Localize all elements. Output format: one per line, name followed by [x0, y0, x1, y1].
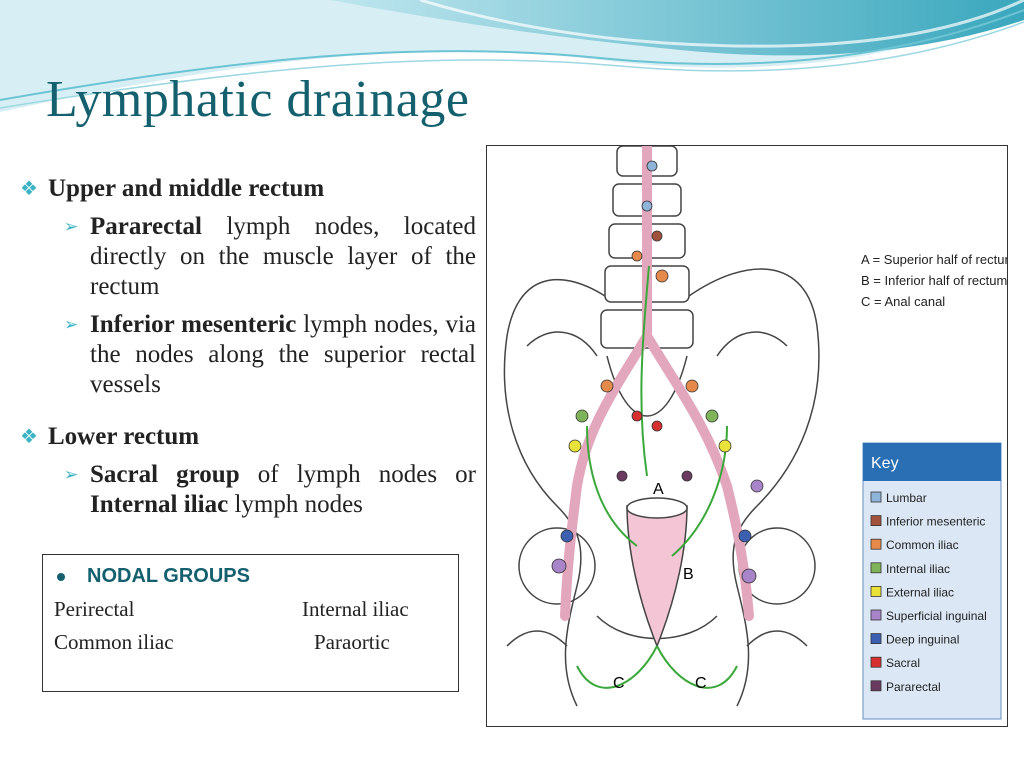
bullet-level1: ❖ Upper and middle rectum [20, 172, 480, 206]
bullet-level2: ➢ Inferior mesenteric lymph nodes, via t… [64, 310, 480, 400]
key-swatch [870, 538, 882, 550]
bullet-bold: Internal iliac [90, 491, 229, 518]
nodal-groups-box: NODAL GROUPS Perirectal Internal iliac C… [42, 554, 459, 692]
legend-abc-item: B = Inferior half of rectum [861, 273, 1007, 288]
bullet-rest: lymph nodes, located directly on the mus… [90, 213, 476, 300]
bullet-bold: Pararectal [90, 213, 202, 240]
arrow-bullet-icon: ➢ [64, 465, 79, 484]
bullet-heading: Upper and middle rectum [48, 175, 325, 202]
arrow-bullet-icon: ➢ [64, 315, 79, 334]
key-item-label: Deep inguinal [886, 633, 959, 647]
bullet-bold: Inferior mesenteric [90, 311, 297, 338]
bullet-level2: ➢ Sacral group of lymph nodes or Interna… [64, 460, 480, 520]
legend-abc-item: C = Anal canal [861, 294, 945, 309]
key-swatch [870, 656, 882, 668]
key-swatch [870, 609, 882, 621]
key-item-label: Superficial inguinal [886, 609, 987, 623]
header-wave [0, 0, 1024, 112]
bullet-text: Inferior mesenteric lymph nodes, via the… [90, 310, 476, 400]
bullet-list: ❖ Upper and middle rectum ➢ Pararectal l… [20, 172, 480, 528]
arrow-bullet-icon: ➢ [64, 217, 79, 236]
lymphatic-diagram: A B C C A = Superior half of rectum B = … [486, 145, 1008, 727]
bullet-level1: ❖ Lower rectum [20, 420, 480, 454]
nodal-group-cell: Internal iliac [302, 597, 409, 621]
legend-abc-item: A = Superior half of rectum [861, 252, 1007, 267]
bullet-rest: lymph nodes, via the nodes along the sup… [90, 311, 477, 398]
key-item-label: Pararectal [886, 680, 941, 694]
diamond-bullet-icon: ❖ [20, 426, 38, 448]
bullet-rest: of lymph nodes or [239, 461, 476, 488]
key-swatch [870, 633, 882, 645]
bullet-rest: lymph nodes [228, 491, 363, 518]
bullet-level2: ➢ Pararectal lymph nodes, located direct… [64, 212, 480, 302]
nodal-groups-heading: NODAL GROUPS [57, 565, 250, 588]
nodal-group-cell: Common iliac [54, 630, 174, 654]
key-swatch [870, 585, 882, 597]
bullet-text: Pararectal lymph nodes, located directly… [90, 212, 476, 302]
key-item-label: Internal iliac [886, 562, 950, 576]
key-item-label: Lumbar [886, 491, 927, 505]
bullet-heading: Lower rectum [48, 423, 200, 450]
nodal-groups-title: NODAL GROUPS [87, 565, 250, 587]
label-a: A [653, 481, 664, 498]
key-item-label: Common iliac [886, 538, 959, 552]
bullet-text: Sacral group of lymph nodes or Internal … [90, 460, 476, 520]
key-swatch [870, 491, 882, 503]
key-item-label: Inferior mesenteric [886, 515, 985, 529]
key-item-label: External iliac [886, 585, 954, 599]
key-swatch [870, 515, 882, 527]
key-swatch [870, 562, 882, 574]
slide-title: Lymphatic drainage [46, 71, 470, 128]
bullet-bold: Sacral group [90, 461, 240, 488]
nodal-group-cell: Paraortic [314, 630, 390, 654]
key-item-label: Sacral [886, 656, 920, 670]
nodal-group-cell: Perirectal [54, 597, 135, 621]
key-swatch [870, 680, 882, 692]
label-b: B [683, 566, 694, 583]
diamond-bullet-icon: ❖ [20, 178, 38, 200]
dot-bullet-icon [57, 572, 65, 581]
label-c: C [613, 675, 625, 692]
pelvis-illustration: A B C C A = Superior half of rectum B = … [503, 146, 1007, 720]
label-c: C [695, 675, 707, 692]
key-title: Key [871, 455, 899, 472]
